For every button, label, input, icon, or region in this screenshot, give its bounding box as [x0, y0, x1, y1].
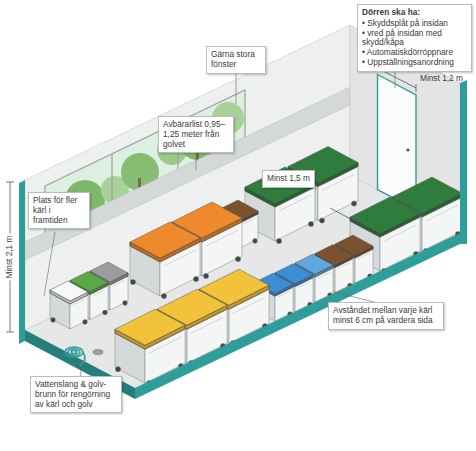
callout-text: Plats för fler kärl i framtiden	[33, 196, 85, 225]
wall-cut-left	[19, 180, 25, 344]
callout-text: Avståndet mellan varje kärl minst 6 cm p…	[333, 306, 439, 326]
floor-slab-front	[135, 233, 460, 399]
callout-line: • Skyddsplåt på insidan	[362, 19, 467, 29]
callout-box: Vattenslang & golv- brunn för rengörning…	[30, 376, 122, 413]
callout-box: Minst 1,5 m	[262, 170, 315, 188]
aisle-width-dimension	[330, 208, 362, 225]
callout-text: Minst 1,5 m	[267, 174, 310, 184]
back-wall	[25, 25, 350, 330]
callout-box: Plats för fler kärl i framtiden	[28, 192, 90, 229]
back-row-bins	[50, 147, 358, 330]
room-height-dimension	[6, 182, 14, 332]
front-row-bins	[115, 177, 462, 386]
callout-box: Avbärarlist 0,95–1,25 meter från golvet	[158, 116, 234, 153]
door-handle	[406, 148, 409, 151]
callout-text: Avbärarlist 0,95–1,25 meter från golvet	[163, 120, 229, 149]
leader-lines	[44, 70, 395, 378]
callout-box: Gärna stora fönster	[206, 46, 266, 74]
water-hose	[65, 347, 85, 366]
callout-text: Gärna stora fönster	[211, 50, 261, 70]
callout-line: • Automatiskdörröppnare	[362, 48, 467, 58]
callout-line: • Uppställningsanordning	[362, 58, 467, 68]
door-requirements-box: Dörren ska ha:• Skyddsplåt på insidan• v…	[357, 4, 472, 72]
dimension-label: Minst 2,1 m	[5, 234, 14, 281]
floor-drain	[93, 349, 103, 354]
floor	[25, 175, 460, 388]
callout-line: • vred på insidan med skydd/kåpa	[362, 29, 467, 49]
callout-box: Avståndet mellan varje kärl minst 6 cm p…	[328, 302, 444, 330]
callout-text: Dörren ska ha:	[362, 8, 467, 18]
wall-cut-right	[460, 80, 467, 244]
dimension-label: Minst 1,2 m	[420, 74, 463, 83]
callout-text: Vattenslang & golv- brunn för rengörning…	[35, 380, 117, 409]
